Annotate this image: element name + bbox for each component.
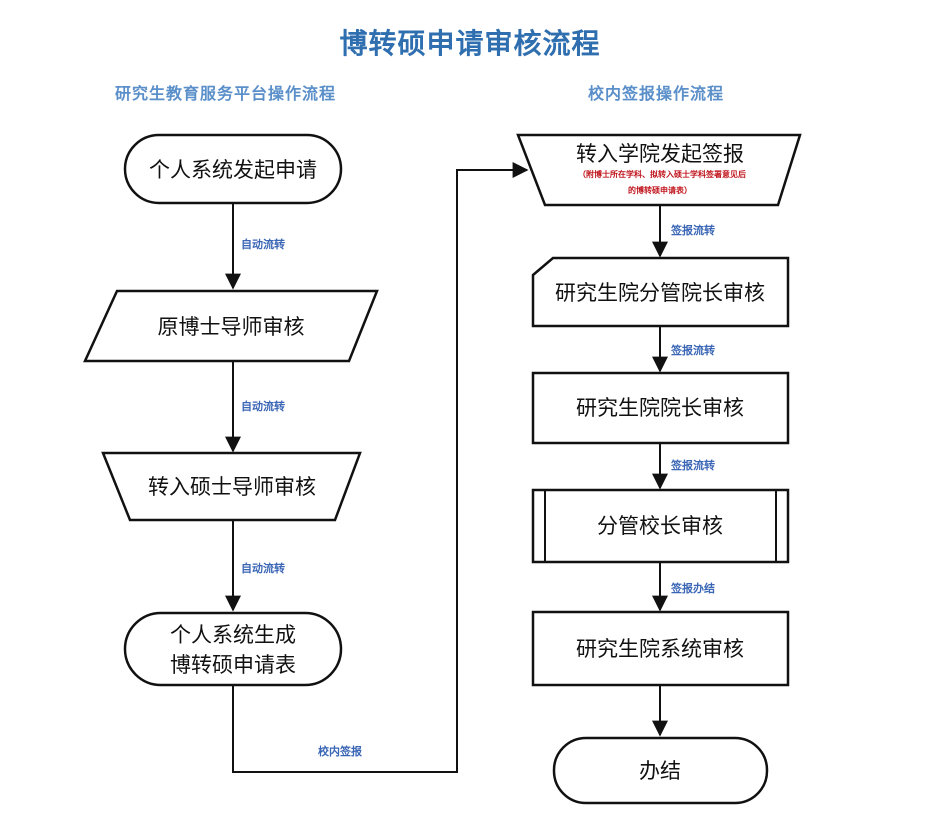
diagram-title: 博转硕申请审核流程	[339, 27, 601, 60]
node-system-review-label: 研究生院系统审核	[576, 637, 744, 661]
edge-7-label: 签报流转	[670, 458, 715, 472]
edge-6-label: 签报流转	[670, 343, 715, 357]
node-original-advisor-review-label: 原博士导师审核	[158, 315, 305, 339]
edge-3-label: 自动流转	[241, 561, 285, 575]
node-generate-form-label-line1: 个人系统生成	[170, 623, 296, 647]
edge-4	[232, 162, 529, 773]
node-new-advisor-review	[101, 451, 362, 522]
node-complete-label: 办结	[639, 759, 681, 783]
node-vice-dean-review-label: 研究生院分管院长审核	[555, 281, 765, 305]
edge-8-label: 签报办结	[670, 581, 715, 595]
node-new-advisor-review-label: 转入硕士导师审核	[148, 475, 316, 499]
node-generate-form-label-line2: 博转硕申请表	[170, 653, 296, 677]
edge-2-label: 自动流转	[241, 399, 285, 413]
edge-5-label: 签报流转	[670, 223, 715, 237]
node-start-application-label: 个人系统发起申请	[149, 158, 317, 182]
node-dean-review	[531, 371, 790, 445]
node-vice-president-review-label: 分管校长审核	[597, 514, 723, 538]
node-college-submit-note-line1: （附博士所在学科、拟转入硕士学科签署意见后	[578, 169, 746, 179]
lane-title-left: 研究生教育服务平台操作流程	[115, 84, 337, 103]
node-college-submit-note-line2: 的博转硕申请表）	[628, 185, 692, 195]
node-vice-president-review	[531, 488, 790, 564]
lane-title-right: 校内签报操作流程	[588, 84, 725, 103]
node-complete	[552, 736, 769, 805]
edge-1-label: 自动流转	[241, 237, 285, 251]
node-original-advisor-review	[83, 289, 379, 363]
edge-4-label: 校内签报	[318, 744, 363, 758]
node-college-submit	[516, 133, 802, 207]
node-dean-review-label: 研究生院院长审核	[576, 396, 744, 420]
node-college-submit-label: 转入学院发起签报	[576, 142, 744, 166]
